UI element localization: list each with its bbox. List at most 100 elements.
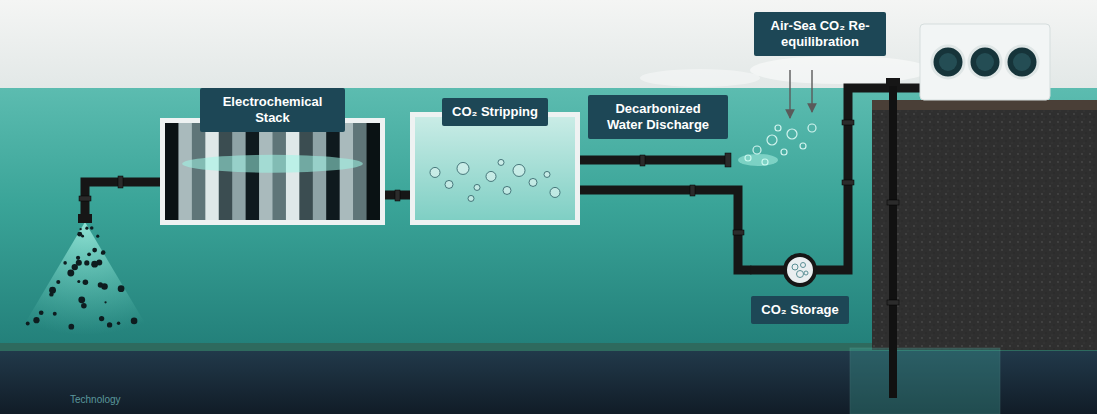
injection-well-pipe [889,82,897,398]
label-tag: CO₂ Storage [751,296,848,324]
outlet-plume [738,154,778,166]
label-tag: CO₂ Stripping [442,98,548,126]
co2-bubble [503,186,511,194]
cloud [640,69,760,87]
particle [99,316,104,321]
node-label: CO₂ Stripping [452,104,538,120]
land-block [872,100,1097,350]
particle [118,285,125,292]
ion-flow-glow [182,155,363,173]
node-label: Electrochemical Stack [210,94,335,126]
housing-art [415,117,575,220]
particle [79,228,81,230]
pipe-joint [690,185,695,196]
particle [104,301,106,303]
co2-storage: CO₂ Storage [751,252,848,324]
membrane-plate [205,123,219,220]
onshore-facility [920,24,1050,100]
pipe-joint [725,153,731,167]
membrane-plate [192,123,206,220]
co2-bubble [457,162,469,174]
pipe-connector [580,156,728,165]
particle [90,226,94,230]
storage-to-facility-pipe [812,88,922,270]
gas-bubble [800,263,805,268]
particle [68,324,74,330]
electrochemical-stack: Electrochemical Stack [160,88,385,225]
particle [131,318,138,325]
co2-bubble [544,171,550,177]
co2-bubble [498,159,504,165]
particle [77,280,80,283]
co2-bubble [474,184,480,190]
intake-nozzle [78,214,92,223]
particle [101,251,104,254]
pipe-connector [580,190,751,270]
node-label: CO₂ Storage [761,302,838,318]
re-equilibration-arrow [811,70,812,112]
membrane-plate [165,123,179,220]
particle [84,260,89,265]
storage-vessel [782,252,818,288]
particle [49,287,56,294]
particle [78,296,85,303]
co2-bubble [529,178,537,186]
pipe-joint [79,196,91,201]
gas-bubble [804,271,808,275]
membrane-plate [326,123,340,220]
co2-bubble [430,167,440,177]
gas-bubble [796,271,803,278]
label-tag: Electrochemical Stack [200,88,345,132]
membrane-plate [367,123,380,220]
node-label: Air-Sea CO₂ Re-equilibration [764,18,876,50]
particle [81,303,87,309]
discharge-tag: Decarbonized Water Discharge [588,95,728,139]
re-equilibration-tag: Air-Sea CO₂ Re-equilibration [754,12,886,56]
node-label: Decarbonized Water Discharge [598,101,718,133]
tank-housing [410,112,580,225]
co2-bubble [486,171,496,181]
co2-bubble [468,195,474,201]
co2-bubble [445,180,453,188]
particle [76,260,82,266]
land-surface [872,100,1097,110]
particle [56,280,60,284]
particle [63,261,67,265]
particle [67,270,74,277]
intake-pipe [85,182,162,220]
stripping-tank: CO₂ Stripping [410,98,580,225]
label-tag: Air-Sea CO₂ Re-equilibration [754,12,886,56]
pipe-joint [118,176,123,188]
pipe-joint [842,120,854,125]
pipe-joint [640,155,645,166]
pipe-joint [733,230,744,235]
label-tag: Decarbonized Water Discharge [588,95,728,139]
storage-reservoir [850,348,1000,414]
particle [107,322,112,327]
particle [87,252,91,256]
particle [33,317,39,323]
gas-bubble [792,264,798,270]
stack-housing [160,118,385,225]
co2-bubble [550,187,560,197]
membrane-plate [340,123,354,220]
housing-art [165,123,380,220]
pipe-tee [886,78,900,86]
particle [101,283,108,290]
particle [92,248,97,253]
pipe-joint [887,300,899,305]
pipe-joint [842,180,854,185]
re-equilibration-arrow [789,70,790,118]
cloud [750,56,930,84]
co2-bubble [513,164,525,176]
particle [26,321,30,325]
particle [39,310,44,315]
particle [117,322,120,325]
membrane-plate [353,123,367,220]
particle [83,279,89,285]
pipe-joint [887,200,899,205]
intake-particles [26,226,138,329]
vessel-inlet-pipe [750,266,786,275]
particle [85,227,88,230]
